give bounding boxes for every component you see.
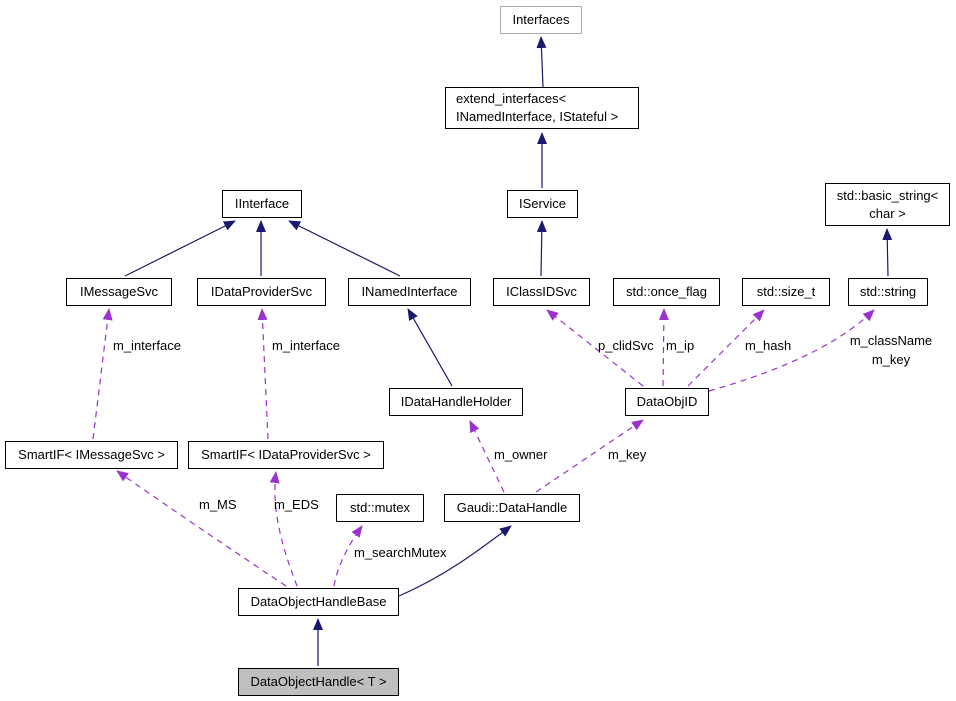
edge-idatahandleholder-to-inamedinterface [407,308,453,387]
class-label: std::mutex [350,500,410,516]
edge-label-m-classname-m-key: m_className m_key [846,332,936,370]
class-label: SmartIF< IMessageSvc > [18,447,165,463]
edge-dataobjid-to-iclassidsvc [546,309,644,387]
edge-base-to-mutex [333,525,363,587]
edge-label-m-interface-ms: m_interface [113,338,181,353]
edge-base-to-gaudidatahandle [398,525,512,597]
class-node-imessagesvc[interactable]: IMessageSvc [66,278,172,306]
edge-base-to-smartifms [116,470,287,587]
class-node-idataprovidersvc[interactable]: IDataProviderSvc [197,278,326,306]
edge-label-p-clidsvc: p_clidSvc [598,338,654,353]
class-label: std::string [859,284,917,300]
class-node-std-mutex[interactable]: std::mutex [336,494,424,522]
class-node-dataobjecthandle-t: DataObjectHandle< T > [238,668,399,696]
class-label: std::size_t [756,284,816,300]
edge-gaudidatahandle-to-idatahandleholder [469,420,505,493]
class-node-std-basic-string[interactable]: std::basic_string< char > [825,183,950,226]
class-label: DataObjectHandle< T > [250,674,387,690]
class-label: IClassIDSvc [506,284,577,300]
class-label: Interfaces [512,12,570,28]
class-label-line1: extend_interfaces< [456,91,567,107]
edge-smartifeds-to-idataprovidersvc [257,308,269,440]
edge-label-m-eds: m_EDS [274,497,319,512]
edge-string-to-basicstring [882,228,893,277]
class-node-iinterface[interactable]: IInterface [222,190,302,218]
inheritance-edges [124,36,893,666]
class-label: IDataProviderSvc [210,284,313,300]
edge-label-m-hash: m_hash [745,338,792,353]
class-label: IService [519,196,566,212]
class-node-smartif-idataprovidersvc[interactable]: SmartIF< IDataProviderSvc > [188,441,384,469]
class-label: INamedInterface [361,284,458,300]
edge-label-m-ip: m_ip [666,338,695,353]
class-node-smartif-imessagesvc[interactable]: SmartIF< IMessageSvc > [5,441,178,469]
edge-base-to-smartifeds [269,471,298,587]
class-node-iclassidsvc[interactable]: IClassIDSvc [493,278,590,306]
class-node-std-string[interactable]: std::string [848,278,928,306]
class-label: SmartIF< IDataProviderSvc > [201,447,371,463]
class-node-std-once-flag[interactable]: std::once_flag [613,278,720,306]
class-label-line2: INamedInterface, IStateful > [456,109,619,124]
edge-label-m-owner: m_owner [494,447,548,462]
class-node-extend-interfaces[interactable]: extend_interfaces< INamedInterface, ISta… [445,87,639,129]
edge-label-m-interface-eds: m_interface [272,338,340,353]
class-label: DataObjectHandleBase [250,594,387,610]
edge-dataobjid-to-onceflag [658,308,669,387]
edge-label-m-ms: m_MS [199,497,237,512]
class-node-std-size-t[interactable]: std::size_t [742,278,830,306]
edge-label-m-classname: m_className [849,333,933,348]
class-label-line1: std::basic_string< [836,187,939,203]
edge-extendinterfaces-to-interfaces [536,36,547,88]
edge-iclassidsvc-to-iservice [536,220,547,277]
class-node-dataobjid[interactable]: DataObjID [625,388,709,416]
class-node-iservice[interactable]: IService [507,190,578,218]
class-label: IInterface [234,196,290,212]
edge-label-m-key-objid: m_key [608,447,647,462]
class-node-idatahandleholder[interactable]: IDataHandleHolder [389,388,523,416]
class-node-inamedinterface[interactable]: INamedInterface [348,278,471,306]
usage-edges [92,308,875,587]
edge-inamedinterface-to-iinterface [288,220,401,277]
edge-dataobjid-to-sizet [687,309,765,387]
class-label-line2: char > [869,205,906,221]
class-label: IMessageSvc [79,284,159,300]
class-node-gaudi-datahandle[interactable]: Gaudi::DataHandle [444,494,580,522]
class-label: std::once_flag [626,284,707,300]
class-label: IDataHandleHolder [400,394,512,410]
edge-smartifms-to-imessagesvc [92,308,113,440]
edge-imessagesvc-to-iinterface [124,220,236,277]
edge-label-m-key-string: m_key [871,351,911,367]
class-node-interfaces[interactable]: Interfaces [500,6,582,34]
edge-label-m-searchmutex: m_searchMutex [354,545,447,560]
class-label: DataObjID [636,394,698,410]
class-label: Gaudi::DataHandle [456,500,568,516]
edge-dataobjid-to-string [708,309,875,392]
class-node-dataobjecthandlebase[interactable]: DataObjectHandleBase [238,588,399,616]
